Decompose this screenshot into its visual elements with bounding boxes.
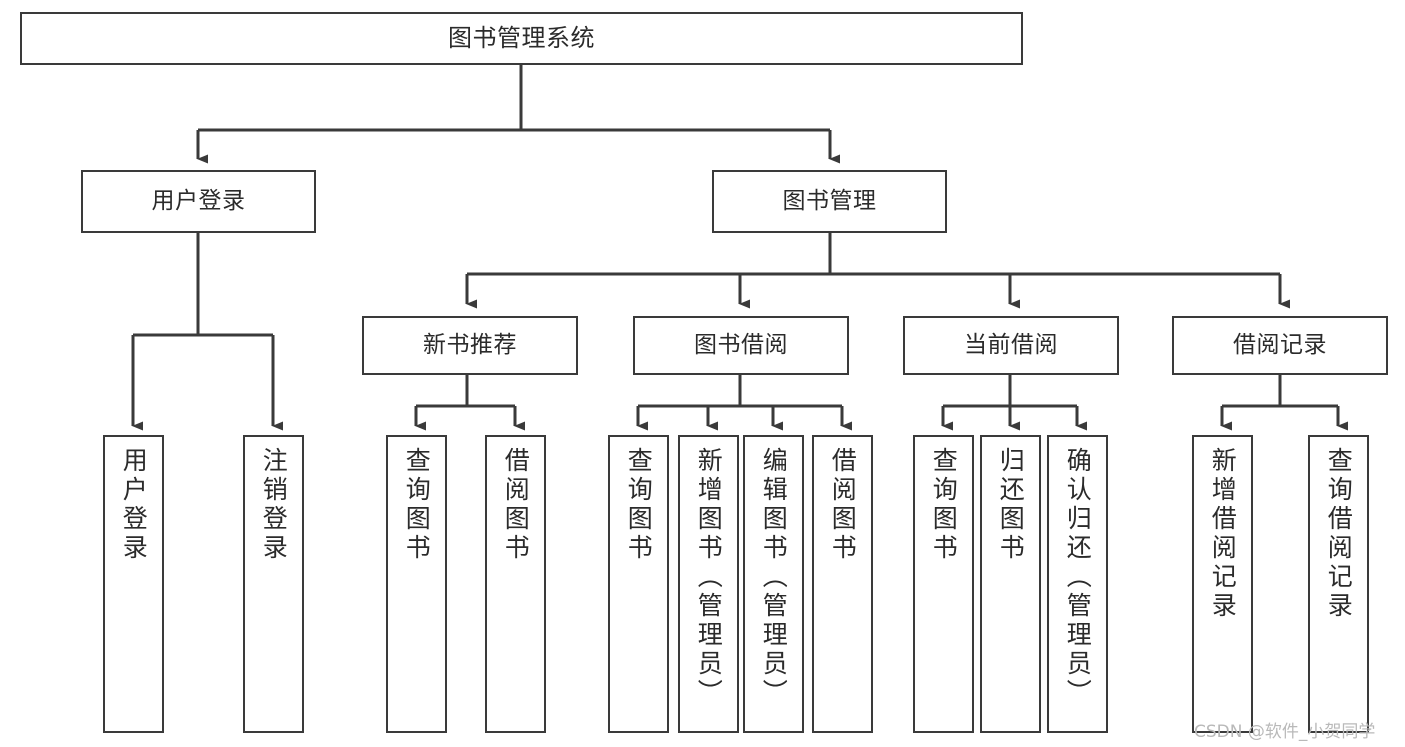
node-leaf-add-record[interactable]: 新增借阅记录 <box>1192 435 1253 733</box>
node-label: 编辑图书（管理员） <box>759 447 789 708</box>
node-leaf-query-book-2[interactable]: 查询图书 <box>608 435 669 733</box>
node-current-borrow[interactable]: 当前借阅 <box>903 316 1119 375</box>
node-label: 新书推荐 <box>423 331 517 358</box>
node-label: 当前借阅 <box>964 331 1058 358</box>
node-leaf-borrow-book-1[interactable]: 借阅图书 <box>485 435 546 733</box>
node-leaf-user-login[interactable]: 用户登录 <box>103 435 164 733</box>
node-root-system[interactable]: 图书管理系统 <box>20 12 1023 65</box>
node-label: 确认归还（管理员） <box>1063 447 1093 708</box>
node-label: 图书借阅 <box>694 331 788 358</box>
node-label: 注销登录 <box>259 447 289 563</box>
node-borrow-record[interactable]: 借阅记录 <box>1172 316 1388 375</box>
node-leaf-add-book[interactable]: 新增图书（管理员） <box>678 435 739 733</box>
node-label: 借阅图书 <box>828 447 858 563</box>
node-new-book-recommend[interactable]: 新书推荐 <box>362 316 578 375</box>
node-label: 查询图书 <box>402 447 432 563</box>
node-label: 新增借阅记录 <box>1208 447 1238 621</box>
node-label: 新增图书（管理员） <box>694 447 724 708</box>
node-label: 用户登录 <box>151 187 246 214</box>
node-label: 图书管理 <box>782 187 877 214</box>
node-leaf-return-book[interactable]: 归还图书 <box>980 435 1041 733</box>
node-label: 归还图书 <box>996 447 1026 563</box>
node-label: 查询借阅记录 <box>1324 447 1354 621</box>
node-label: 用户登录 <box>119 447 149 563</box>
node-label: 图书管理系统 <box>448 24 595 53</box>
node-leaf-edit-book[interactable]: 编辑图书（管理员） <box>743 435 804 733</box>
node-book-manage[interactable]: 图书管理 <box>712 170 947 233</box>
node-leaf-query-book-1[interactable]: 查询图书 <box>386 435 447 733</box>
node-leaf-query-record[interactable]: 查询借阅记录 <box>1308 435 1369 733</box>
node-book-borrow[interactable]: 图书借阅 <box>633 316 849 375</box>
node-label: 借阅记录 <box>1233 331 1327 358</box>
node-label: 借阅图书 <box>501 447 531 563</box>
node-user-login[interactable]: 用户登录 <box>81 170 316 233</box>
csdn-watermark: CSDN @软件_小贺同学 <box>1194 722 1376 742</box>
node-label: 查询图书 <box>624 447 654 563</box>
node-leaf-query-book-3[interactable]: 查询图书 <box>913 435 974 733</box>
node-leaf-logout-login[interactable]: 注销登录 <box>243 435 304 733</box>
node-leaf-confirm-return[interactable]: 确认归还（管理员） <box>1047 435 1108 733</box>
node-label: 查询图书 <box>929 447 959 563</box>
node-leaf-borrow-book-2[interactable]: 借阅图书 <box>812 435 873 733</box>
